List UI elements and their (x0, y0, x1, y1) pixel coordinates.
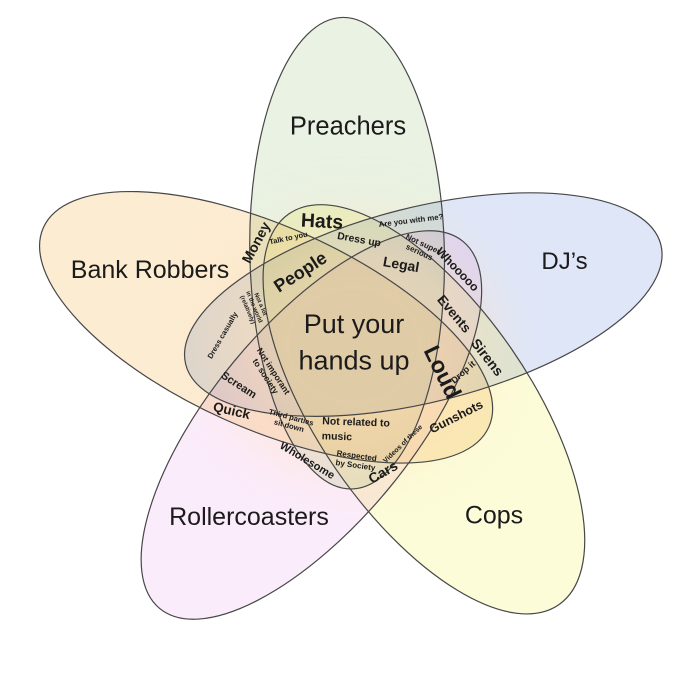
svg-text:Legal: Legal (382, 253, 421, 275)
svg-text:hands up: hands up (298, 346, 409, 376)
svg-text:DJ’s: DJ’s (541, 248, 587, 275)
svg-text:Hats: Hats (300, 210, 344, 234)
svg-text:Rollercoasters: Rollercoasters (169, 503, 329, 531)
svg-text:Cops: Cops (465, 502, 523, 530)
svg-text:Preachers: Preachers (290, 113, 406, 141)
svg-text:Put your: Put your (304, 309, 405, 339)
svg-text:Not related to: Not related to (322, 415, 390, 429)
svg-text:music: music (322, 430, 353, 443)
svg-text:Bank Robbers: Bank Robbers (71, 256, 229, 284)
